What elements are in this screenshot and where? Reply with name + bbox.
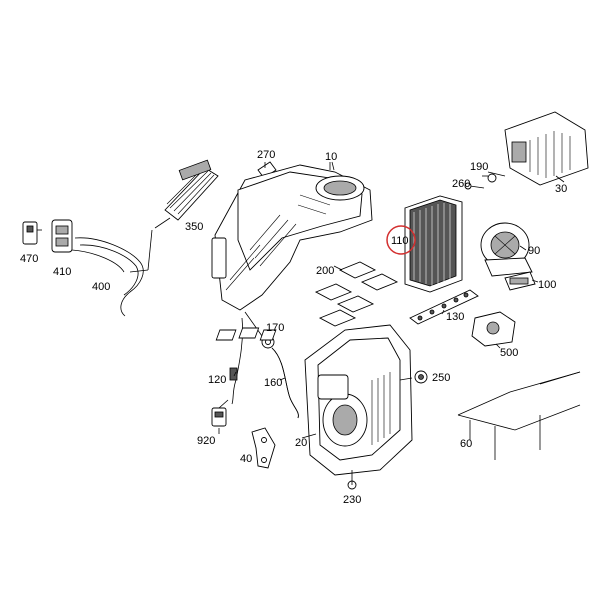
part-130-gasket xyxy=(409,289,479,325)
callout-90[interactable]: 90 xyxy=(528,245,540,257)
callout-labels: 10 270 190 260 30 350 110 90 470 410 200… xyxy=(20,149,567,506)
callout-170[interactable]: 170 xyxy=(266,322,284,334)
part-30-regulator xyxy=(504,111,589,186)
callout-230[interactable]: 230 xyxy=(343,494,361,506)
part-400-hose xyxy=(71,229,153,317)
callout-350[interactable]: 350 xyxy=(185,221,203,233)
part-200-seals xyxy=(314,261,399,327)
callout-920[interactable]: 920 xyxy=(197,435,215,447)
part-110-cabin-filter xyxy=(404,195,463,293)
part-40-bracket xyxy=(251,427,276,469)
callout-120[interactable]: 120 xyxy=(208,374,226,386)
part-190-bolt xyxy=(487,171,506,183)
callout-130[interactable]: 130 xyxy=(446,311,464,323)
callout-110[interactable]: 110 xyxy=(391,235,409,247)
part-160-drain-hose xyxy=(271,347,299,419)
callout-410[interactable]: 410 xyxy=(53,266,71,278)
part-100-bracket xyxy=(504,271,536,291)
highlight-circle-110 xyxy=(386,225,416,255)
part-250-nut xyxy=(399,370,428,384)
callout-200[interactable]: 200 xyxy=(316,265,334,277)
callout-60[interactable]: 60 xyxy=(460,438,472,450)
callout-100[interactable]: 100 xyxy=(538,279,556,291)
callout-470[interactable]: 470 xyxy=(20,253,38,265)
part-10-housing xyxy=(211,161,373,311)
callout-20[interactable]: 20 xyxy=(295,437,307,449)
callout-160[interactable]: 160 xyxy=(264,377,282,389)
part-410-connector-block xyxy=(51,219,73,253)
callout-500[interactable]: 500 xyxy=(500,347,518,359)
part-60-floor-panel xyxy=(457,371,581,460)
callout-260[interactable]: 260 xyxy=(452,178,470,190)
callout-190[interactable]: 190 xyxy=(470,161,488,173)
callout-30[interactable]: 30 xyxy=(555,183,567,195)
callout-10[interactable]: 10 xyxy=(325,151,337,163)
callout-270[interactable]: 270 xyxy=(257,149,275,161)
part-260-screw xyxy=(464,182,485,190)
callout-250[interactable]: 250 xyxy=(432,372,450,384)
leader-lines xyxy=(218,162,565,434)
part-350-heater-core xyxy=(154,159,219,229)
part-920-plug xyxy=(211,399,229,427)
callout-400[interactable]: 400 xyxy=(92,281,110,293)
part-20-lower-housing xyxy=(215,324,413,476)
callout-40[interactable]: 40 xyxy=(240,453,252,465)
part-230-screw xyxy=(347,470,357,490)
part-470-connector xyxy=(22,221,42,245)
part-90-blower-motor xyxy=(480,222,533,277)
part-500-actuator xyxy=(471,311,516,347)
